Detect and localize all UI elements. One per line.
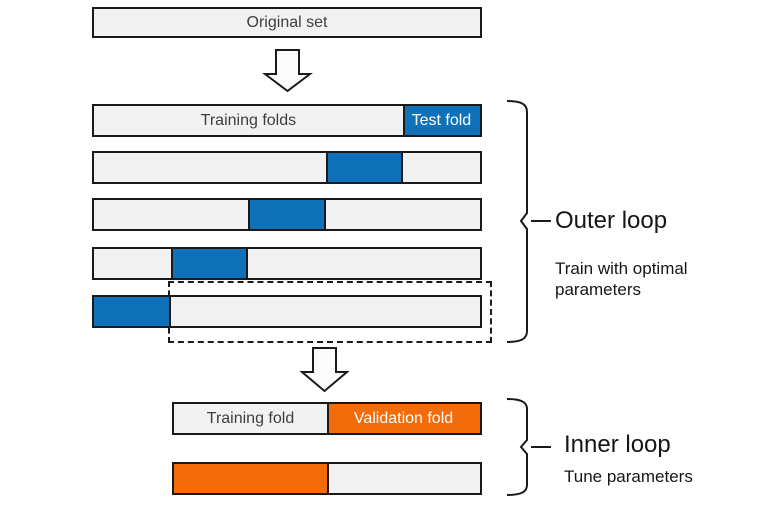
training-folds-label: Training folds	[200, 111, 297, 129]
outer-fold-row-5	[92, 295, 482, 328]
down-arrow-icon	[262, 49, 313, 93]
test-fold-segment	[402, 106, 480, 135]
test-fold-segment	[171, 249, 249, 278]
inner-half-right	[327, 464, 480, 493]
outer-fold-row-1: Training folds Test fold	[92, 104, 482, 137]
outer-fold-row-3	[92, 198, 482, 231]
test-fold-segment	[94, 297, 172, 326]
outer-loop-subtitle: Train with optimal parameters	[555, 259, 688, 299]
inner-fold-row-1: Training fold Validation fold	[172, 402, 482, 435]
inner-training-half	[174, 404, 327, 433]
inner-validation-half	[327, 404, 480, 433]
test-fold-segment	[248, 200, 326, 229]
inner-half-left	[174, 464, 327, 493]
inner-fold-row-2	[172, 462, 482, 495]
test-fold-segment	[325, 153, 403, 182]
original-set-label: Original set	[246, 13, 328, 31]
outer-fold-row-4	[92, 247, 482, 280]
inner-loop-bracket-icon	[506, 398, 551, 496]
original-set-box: Original set	[92, 7, 482, 38]
outer-loop-title: Outer loop	[555, 207, 668, 234]
down-arrow-icon	[299, 347, 350, 393]
outer-fold-row-2	[92, 151, 482, 184]
inner-loop-subtitle: Tune parameters	[564, 467, 693, 486]
inner-loop-title: Inner loop	[564, 431, 671, 458]
outer-loop-bracket-icon	[506, 100, 551, 343]
